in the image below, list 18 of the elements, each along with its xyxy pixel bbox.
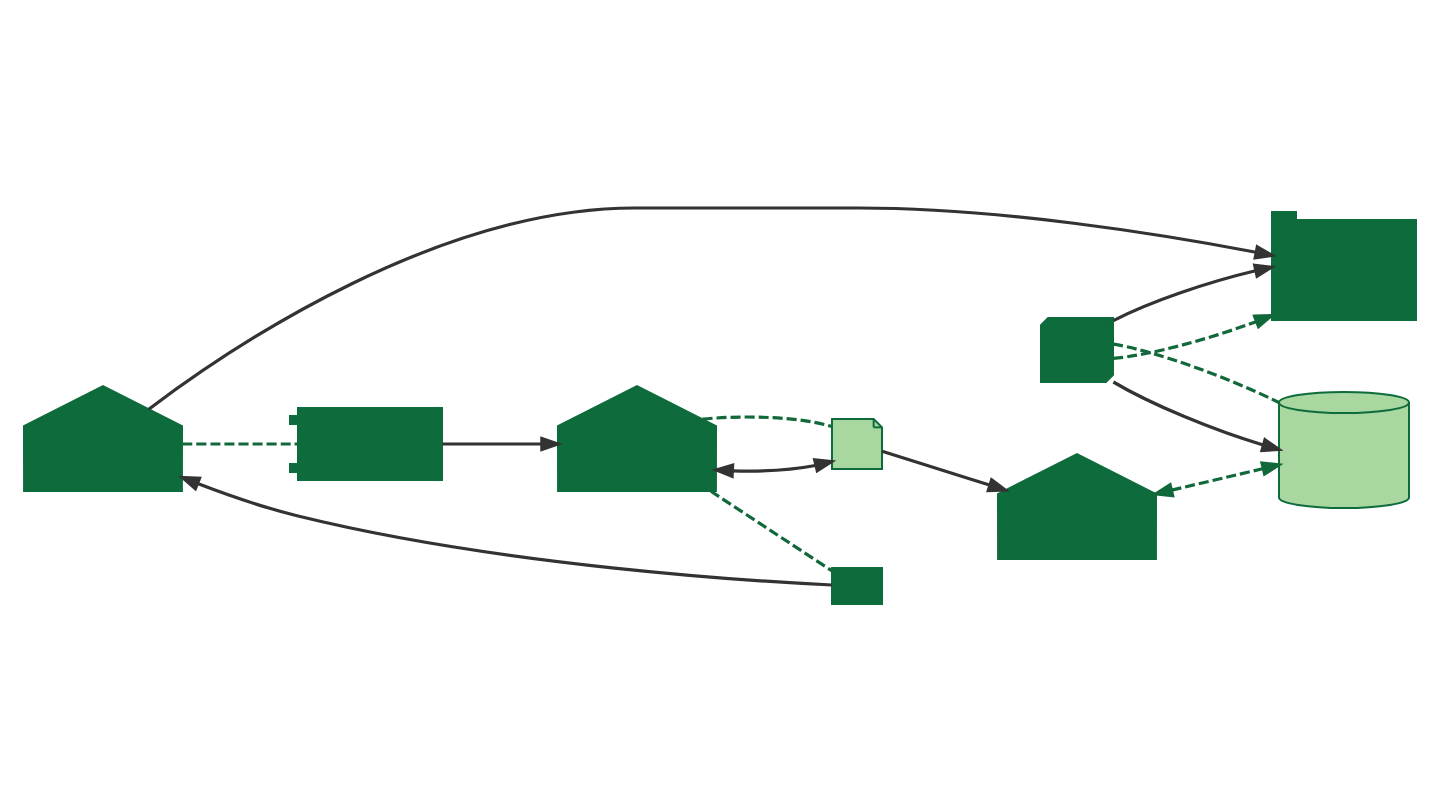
arrow	[178, 474, 832, 586]
connector	[1113, 341, 1280, 403]
arrow	[711, 457, 837, 478]
connector	[702, 414, 833, 428]
connector	[182, 441, 298, 445]
node-factory	[997, 451, 1157, 559]
arrow	[442, 435, 563, 451]
node-box	[831, 566, 883, 604]
arrow	[1113, 312, 1276, 360]
node-factory	[23, 383, 183, 491]
node-factory	[557, 383, 717, 491]
connector	[710, 488, 833, 572]
arrow	[147, 205, 1277, 410]
arrow	[1151, 460, 1284, 497]
arrow	[881, 448, 1010, 492]
arrow	[1112, 379, 1284, 452]
arrow	[1112, 262, 1277, 322]
node-plant	[289, 406, 443, 480]
